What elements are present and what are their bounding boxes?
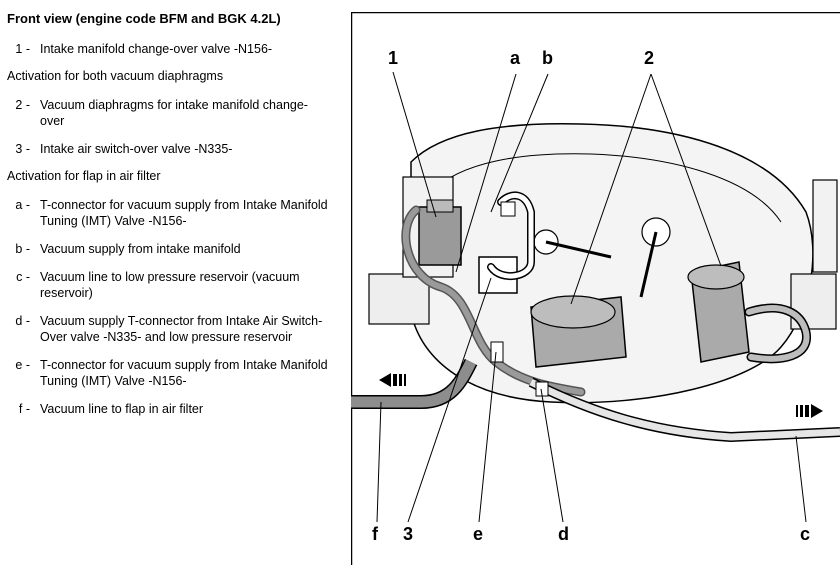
intake-manifold-change-over-valve bbox=[418, 206, 462, 266]
legend-panel: Front view (engine code BFM and BGK 4.2L… bbox=[0, 0, 350, 565]
legend-key: 1 - bbox=[15, 42, 30, 56]
valve-connector bbox=[426, 199, 454, 213]
label-b: b bbox=[542, 48, 553, 68]
legend-key: 3 - bbox=[15, 142, 30, 156]
label-2: 2 bbox=[644, 48, 654, 68]
section-heading-air-filter: Activation for flap in air filter bbox=[7, 169, 161, 183]
t-connector-e bbox=[490, 341, 504, 363]
leader-lines bbox=[376, 71, 807, 523]
legend-key: 2 - bbox=[15, 98, 30, 112]
label-f: f bbox=[372, 524, 379, 544]
label-d: d bbox=[558, 524, 569, 544]
legend-text: T-connector for vacuum supply from Intak… bbox=[40, 198, 328, 228]
engine-diagram-svg: 1 a b 2 f 3 e d c bbox=[351, 12, 840, 565]
legend-text: T-connector for vacuum supply from Intak… bbox=[40, 358, 328, 388]
right-mount bbox=[812, 179, 838, 273]
line-c-reservoir bbox=[529, 378, 840, 441]
right-hose bbox=[746, 305, 810, 362]
legend-key: d - bbox=[15, 314, 30, 328]
legend-text: Vacuum supply from intake manifold bbox=[40, 242, 241, 256]
label-3: 3 bbox=[403, 524, 413, 544]
label-1: 1 bbox=[388, 48, 398, 68]
engine-diagram: 1 a b 2 f 3 e d c bbox=[351, 12, 840, 565]
left-bracket bbox=[368, 273, 430, 325]
legend-text: Vacuum line to flap in air filter bbox=[40, 402, 204, 416]
legend-text: Vacuum diaphragms for intake manifold ch… bbox=[40, 98, 308, 128]
legend-text: Vacuum line to low pressure reservoir (v… bbox=[40, 270, 300, 300]
diaphragm-cap-right bbox=[687, 264, 745, 290]
vacuum-supply-hose bbox=[488, 193, 534, 279]
arrow-right-icon bbox=[796, 404, 823, 418]
page-title: Front view (engine code BFM and BGK 4.2L… bbox=[7, 11, 281, 26]
legend-key: e - bbox=[15, 358, 30, 372]
section-heading-diaphragms: Activation for both vacuum diaphragms bbox=[7, 69, 224, 83]
legend-key: c - bbox=[16, 270, 30, 284]
label-c: c bbox=[800, 524, 810, 544]
label-e: e bbox=[473, 524, 483, 544]
diaphragm-cap-left bbox=[530, 295, 616, 329]
linkage-rods bbox=[545, 231, 658, 298]
legend-key: b - bbox=[15, 242, 30, 256]
legend-text: Intake air switch-over valve -N335- bbox=[40, 142, 233, 156]
t-connector-a bbox=[500, 201, 516, 217]
legend-key: a - bbox=[15, 198, 30, 212]
legend-text: Vacuum supply T-connector from Intake Ai… bbox=[40, 314, 323, 344]
line-f-air-filter bbox=[351, 359, 476, 408]
manifold-contour bbox=[430, 153, 782, 223]
legend-key: f - bbox=[18, 402, 30, 416]
arrow-left-icon bbox=[379, 373, 406, 387]
label-a: a bbox=[510, 48, 521, 68]
legend-text: Intake manifold change-over valve -N156- bbox=[40, 42, 273, 56]
